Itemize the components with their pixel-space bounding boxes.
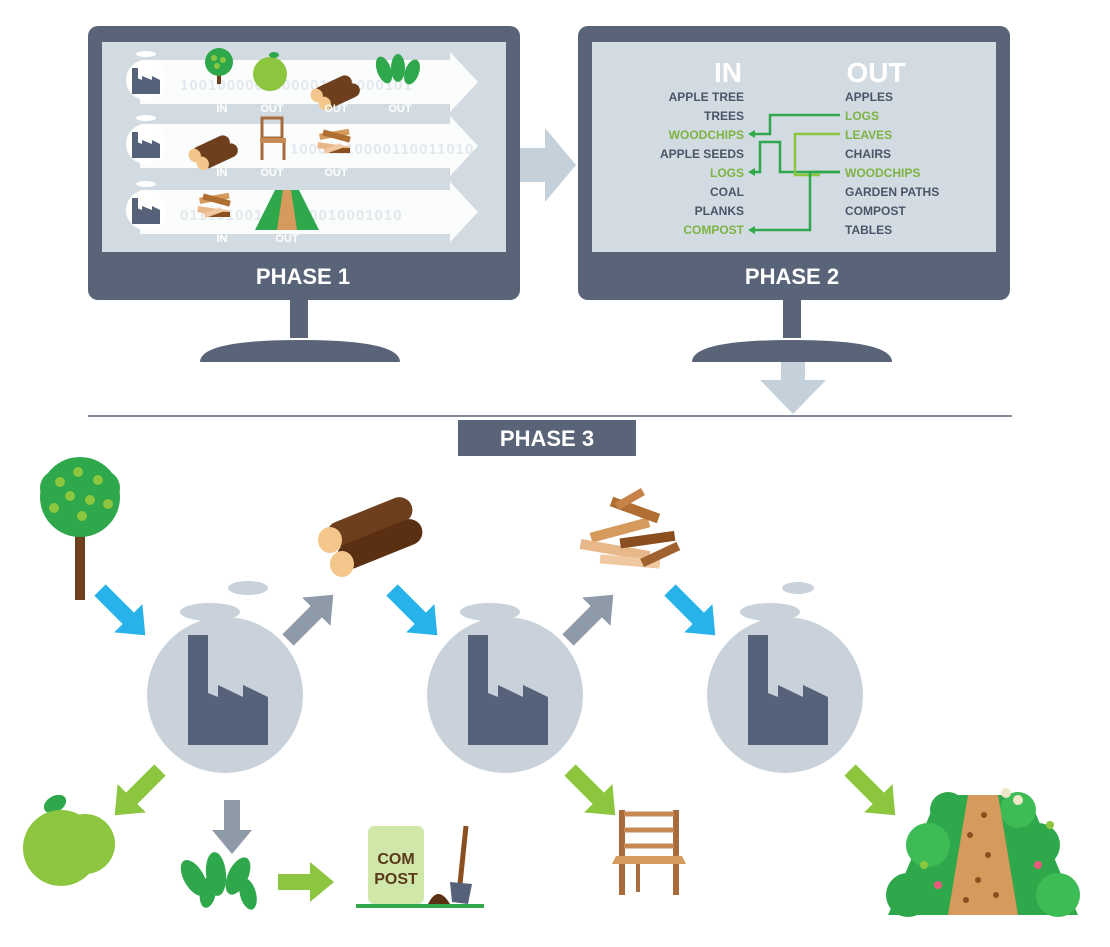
phase2-in-item: APPLE SEEDS bbox=[660, 147, 744, 161]
phase1-row2-label-in: IN bbox=[217, 167, 228, 179]
phase2-in-item: TREES bbox=[704, 109, 744, 123]
output-arrow-woodchips bbox=[562, 594, 614, 646]
compost-icon: COM POST bbox=[356, 825, 484, 908]
phase2-monitor: PHASE 2 IN OUT APPLE TREETREESWOODCHIPSA… bbox=[578, 26, 1010, 362]
chair-icon bbox=[260, 116, 286, 160]
phase2-title: PHASE 2 bbox=[745, 264, 839, 289]
phase1-row2-label-out2: OUT bbox=[324, 167, 348, 179]
phase2-in-item: LOGS bbox=[710, 166, 744, 180]
phase2-out-header: OUT bbox=[846, 57, 905, 88]
phase2-out-item: CHAIRS bbox=[845, 147, 891, 161]
factory-icon bbox=[126, 51, 166, 100]
phase2-in-item: WOODCHIPS bbox=[669, 128, 744, 142]
phase1-binary-row2: 10000110000110011010 bbox=[290, 141, 474, 158]
factory-1 bbox=[147, 581, 303, 773]
apple-icon bbox=[253, 52, 287, 91]
garden-path-icon bbox=[886, 788, 1080, 917]
phase1-row2-label-out1: OUT bbox=[260, 167, 284, 179]
leaves-icon bbox=[180, 852, 257, 910]
output-arrow-logs bbox=[282, 594, 334, 646]
leaves-icon bbox=[375, 54, 420, 85]
apple-tree-icon bbox=[40, 457, 120, 600]
logs-icon bbox=[318, 497, 423, 577]
phase3-title: PHASE 3 bbox=[500, 426, 594, 451]
input-arrow-3 bbox=[664, 584, 716, 636]
phase1-title: PHASE 1 bbox=[256, 264, 350, 289]
phase2-out-item: GARDEN PATHS bbox=[845, 185, 939, 199]
phase2-out-item: WOODCHIPS bbox=[845, 166, 920, 180]
garden-path-icon bbox=[255, 190, 319, 230]
phase2-in-item: APPLE TREE bbox=[669, 90, 744, 104]
phase1-row3-label-in: IN bbox=[217, 233, 228, 245]
factory-icon bbox=[126, 181, 166, 230]
leaves-to-compost-arrow bbox=[278, 862, 334, 902]
phase1-monitor: PHASE 1 1001000001100001001000101 100001… bbox=[88, 26, 520, 362]
phase2-in-header: IN bbox=[714, 57, 742, 88]
phase2-connectors bbox=[748, 113, 840, 234]
output-arrow-path bbox=[844, 764, 896, 816]
phase1-row3-label-out: OUT bbox=[275, 233, 299, 245]
phase1-row1-label-out3: OUT bbox=[388, 103, 412, 115]
compost-label-line1: COM bbox=[377, 851, 414, 868]
phase2-out-item: APPLES bbox=[845, 90, 893, 104]
output-arrow-leaves bbox=[212, 800, 252, 854]
output-arrow-chair bbox=[564, 764, 616, 816]
phase2-out-item: LOGS bbox=[845, 109, 879, 123]
factory-icon bbox=[126, 115, 166, 164]
apple-icon bbox=[23, 794, 115, 886]
chair-icon bbox=[612, 810, 686, 895]
phase1-row1-label-out1: OUT bbox=[260, 103, 284, 115]
phase1-to-phase2-arrow bbox=[520, 128, 576, 202]
factory-3 bbox=[707, 582, 863, 773]
phase1-row1-label-out2: OUT bbox=[324, 103, 348, 115]
phase2-in-item: COAL bbox=[710, 185, 744, 199]
woodchips-pile-icon bbox=[579, 488, 681, 569]
tree-icon bbox=[205, 48, 233, 84]
phase2-out-item: TABLES bbox=[845, 223, 892, 237]
phase1-binary-row1: 1001000001100001001000101 bbox=[180, 77, 413, 94]
phase2-in-item: PLANKS bbox=[695, 204, 744, 218]
compost-label-line2: POST bbox=[374, 871, 418, 888]
phase2-to-phase3-arrow bbox=[760, 362, 826, 414]
phase2-out-item: COMPOST bbox=[845, 204, 906, 218]
input-arrow-2 bbox=[386, 584, 438, 636]
phase2-out-item: LEAVES bbox=[845, 128, 892, 142]
phase2-out-list: APPLES LOGS LEAVES CHAIRS WOODCHIPS GARDEN PA… bbox=[845, 90, 939, 237]
output-arrow-apple bbox=[114, 764, 166, 816]
phase2-in-list: APPLE TREE TREES WOODCHIPS APPLE SEEDS LOGS C… bbox=[660, 90, 745, 237]
input-arrow-1 bbox=[94, 584, 146, 636]
phase2-in-item: COMPOST bbox=[683, 223, 744, 237]
phase1-row1-label-in: IN bbox=[217, 103, 228, 115]
phase3-flow: COM POST bbox=[23, 457, 1080, 917]
factory-2 bbox=[427, 603, 583, 773]
